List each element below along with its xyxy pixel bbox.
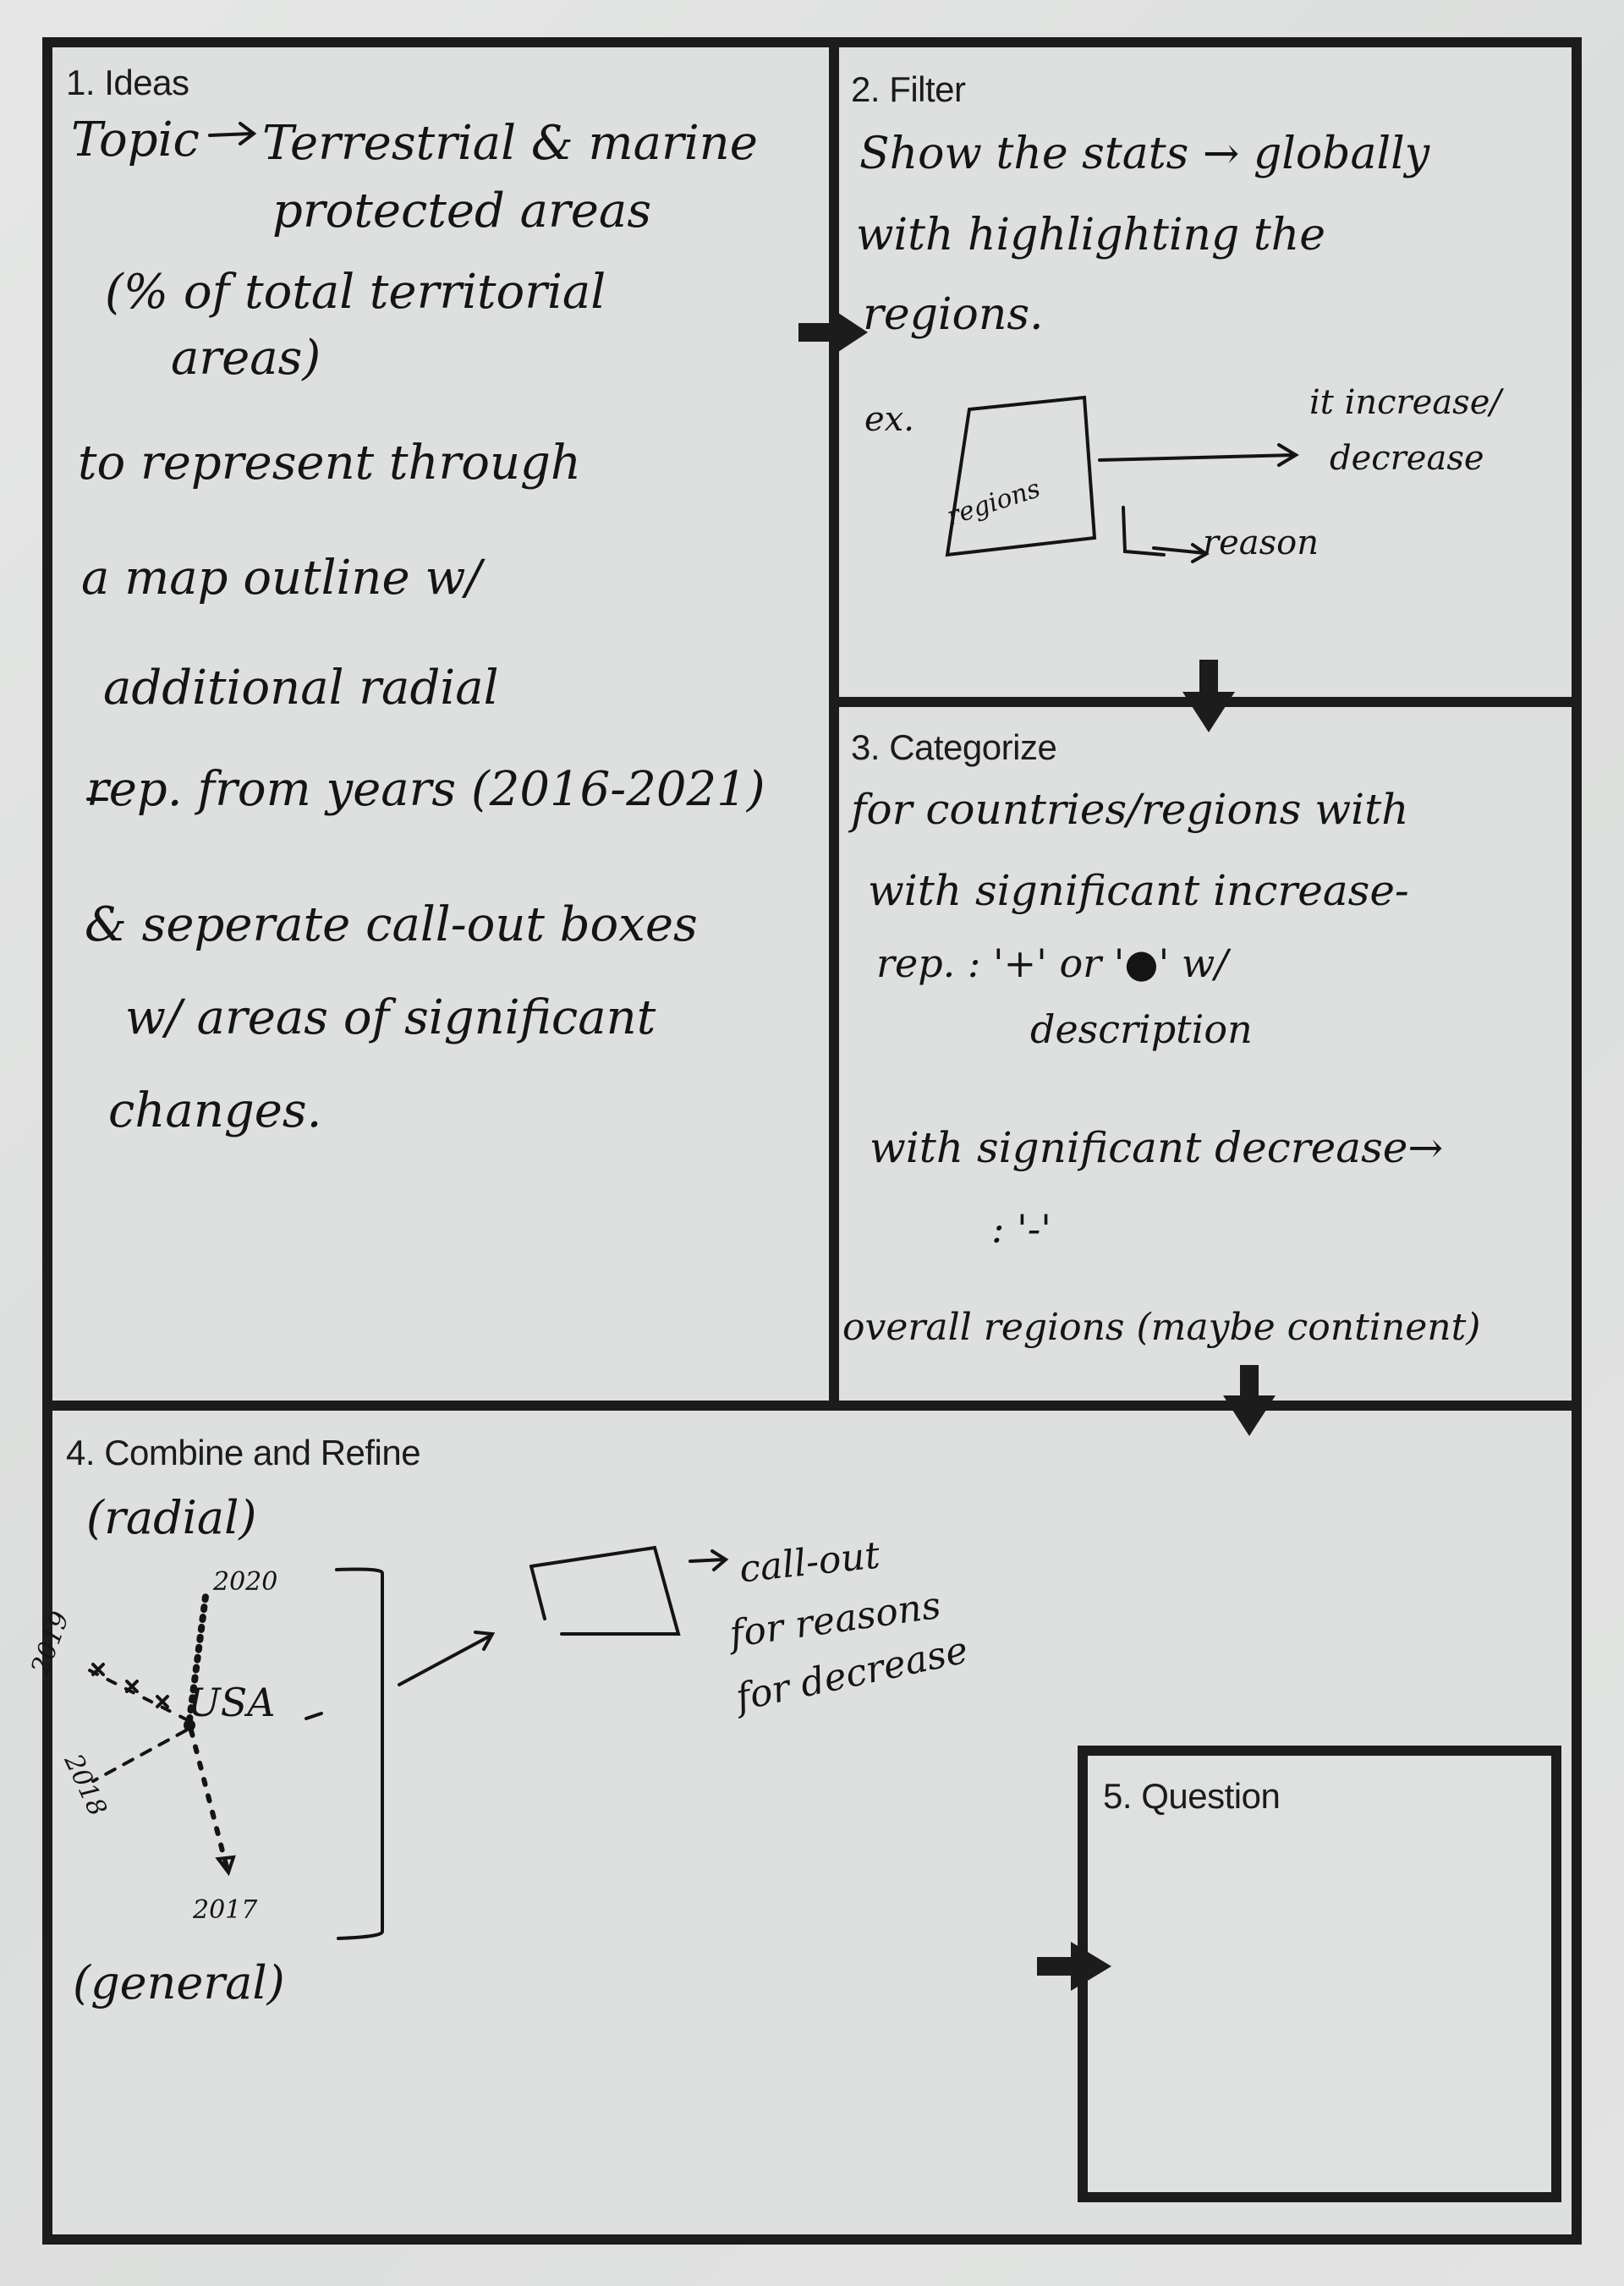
- general-label: (general): [73, 1956, 285, 2009]
- ideas-line: w/ areas of significant: [125, 990, 656, 1045]
- panel-title: 3. Categorize: [851, 727, 1057, 767]
- filter-line: Show the stats → globally: [859, 129, 1430, 179]
- categorize-line: overall regions (maybe continent): [842, 1306, 1481, 1349]
- panel-title: 1. Ideas: [66, 63, 189, 102]
- panel-title: 4. Combine and Refine: [66, 1433, 421, 1472]
- topic-text: Terrestrial & marine: [262, 116, 758, 171]
- flow-arrow-right-icon: [798, 308, 868, 357]
- panel-question: 5. Question: [1078, 1746, 1561, 2202]
- categorize-line: : '-': [991, 1206, 1051, 1252]
- decrease-label: decrease: [1330, 439, 1484, 478]
- increase-label: it increase/: [1309, 383, 1501, 422]
- ideas-line: a map outline w/: [81, 551, 482, 606]
- panel-title: 5. Question: [1103, 1776, 1281, 1816]
- radial-center-label: USA: [188, 1680, 276, 1725]
- pct-line-2: areas): [171, 331, 321, 386]
- categorize-line: with significant increase-: [868, 866, 1409, 915]
- hand-arrow-icon: [86, 122, 257, 801]
- example-label: ex.: [864, 400, 914, 439]
- radial-sketch-icon: [80, 1545, 729, 1940]
- year-label: 2020: [213, 1567, 278, 1597]
- reason-label: reason: [1203, 524, 1320, 562]
- divider-horizontal-bottom: [52, 1401, 1572, 1411]
- categorize-line: description: [1030, 1006, 1253, 1052]
- divider-vertical-top: [829, 47, 839, 1407]
- topic-label: Topic: [71, 112, 200, 167]
- flow-arrow-down-icon: [1223, 1365, 1276, 1436]
- year-label: 2017: [193, 1895, 258, 1925]
- categorize-line: with significant decrease→: [870, 1123, 1444, 1172]
- panel-title: 2. Filter: [851, 69, 966, 109]
- ideas-line: to represent through: [78, 436, 581, 491]
- ideas-line: additional radial: [103, 661, 499, 715]
- flow-arrow-right-icon: [1037, 1942, 1111, 1991]
- pct-line: (% of total territorial: [105, 265, 606, 320]
- categorize-line: for countries/regions with: [851, 785, 1409, 834]
- panel-ideas: 1. Ideas Topic Terrestrial & marine prot…: [52, 47, 829, 1401]
- ideas-line: changes.: [108, 1083, 322, 1138]
- categorize-line: rep. : '+' or '●' w/: [876, 940, 1228, 986]
- flow-arrow-down-icon: [1182, 660, 1235, 732]
- topic-text-2: protected areas: [272, 184, 652, 238]
- filter-line: regions.: [863, 289, 1044, 340]
- ideas-line: rep. from years (2016-2021): [86, 762, 765, 817]
- filter-line: with highlighting the: [856, 210, 1325, 260]
- ideas-line: & seperate call-out boxes: [85, 897, 698, 952]
- panel-combine-refine: 4. Combine and Refine (radial) USA 2020 …: [25, 1411, 1572, 2234]
- radial-label: (radial): [86, 1491, 257, 1544]
- panel-categorize: 3. Categorize for countries/regions with…: [839, 707, 1572, 1401]
- regions-box-icon: [945, 395, 1299, 563]
- panel-filter: 2. Filter Show the stats → globally with…: [839, 47, 1572, 697]
